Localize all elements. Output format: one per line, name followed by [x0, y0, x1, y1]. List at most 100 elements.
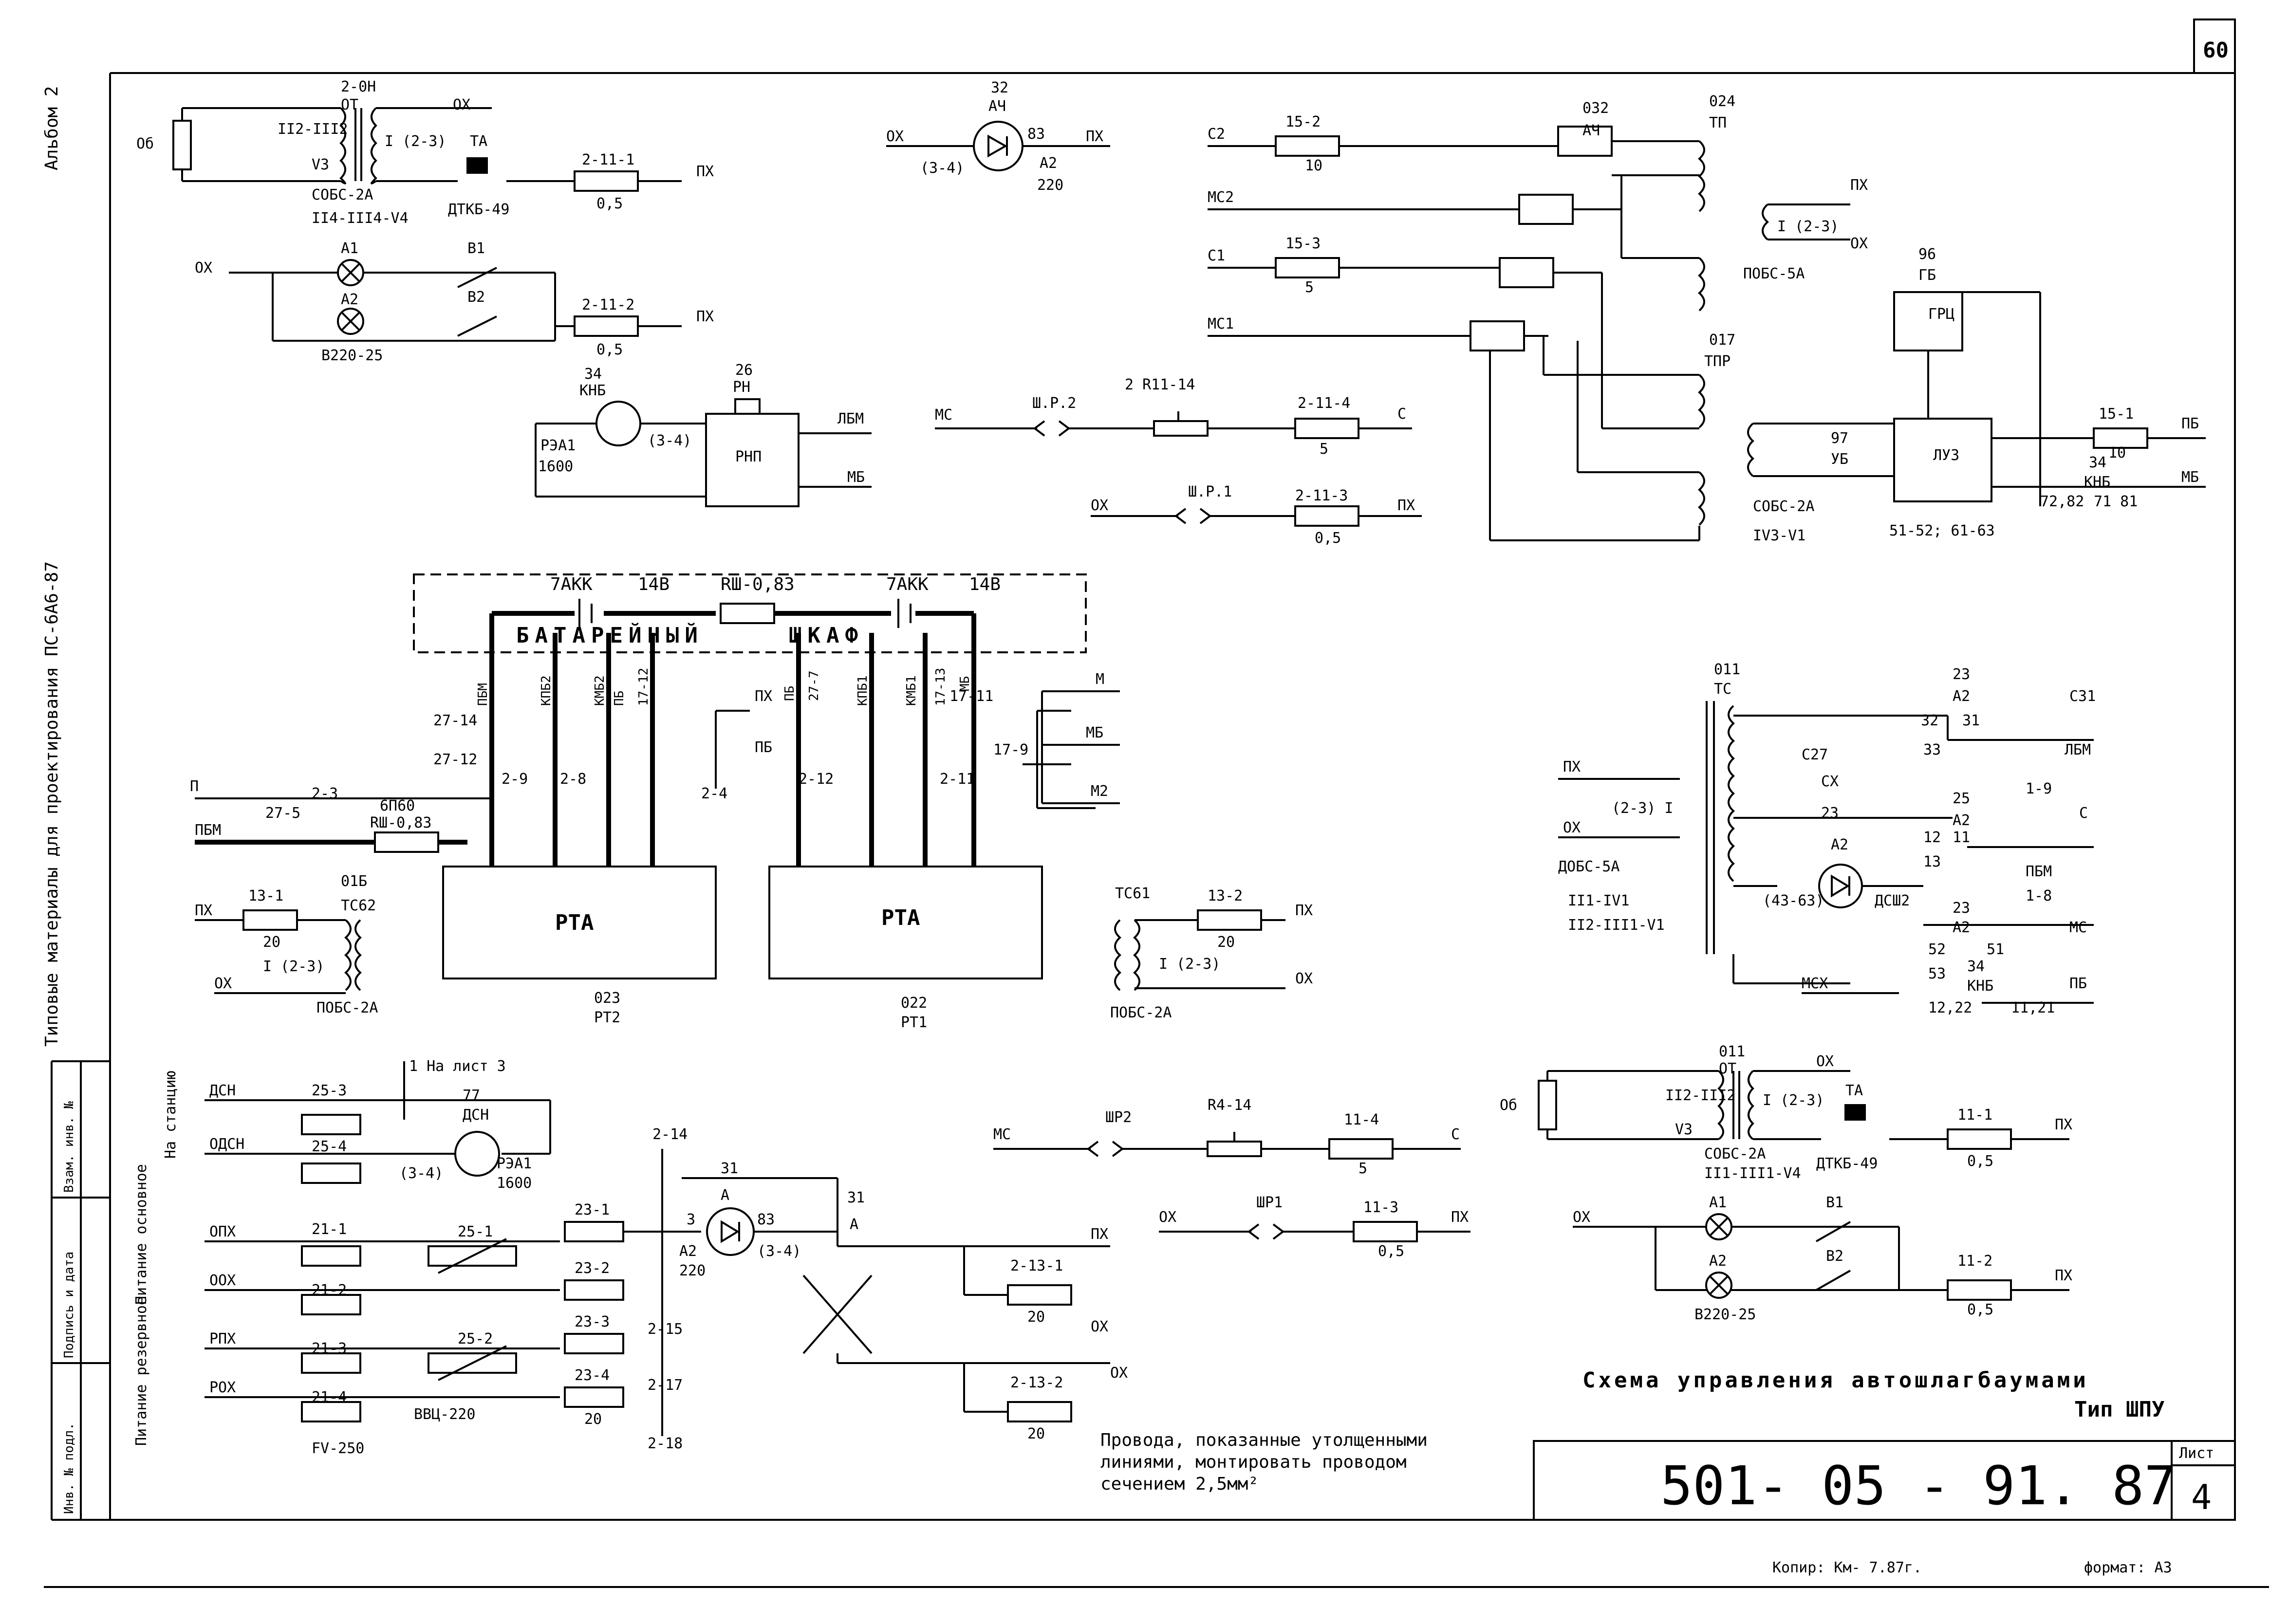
note-line: Провода, показанные утолщенными	[1100, 1430, 1428, 1450]
label: 11-3	[1363, 1199, 1398, 1216]
label: ТА	[470, 133, 487, 150]
label: 34	[1967, 958, 1985, 975]
label: 7АКК	[550, 574, 593, 594]
label: А2	[1040, 155, 1057, 172]
label: ПХ	[2055, 1267, 2072, 1284]
label: 20	[584, 1411, 602, 1428]
label: ПХ	[1850, 177, 1868, 194]
label: 01Б	[341, 873, 367, 890]
center-mc-row: МС Ш.Р.2 2 R11-14 2-11-4 5 С	[935, 376, 1412, 458]
label: 21-1	[312, 1221, 347, 1238]
label: В1	[1826, 1194, 1843, 1211]
label: 2 R11-14	[1125, 376, 1195, 393]
label: МБ	[1086, 724, 1103, 741]
note-line: сечением 2,5мм²	[1100, 1474, 1259, 1494]
label: ПБМ	[2026, 863, 2052, 880]
label: 53	[1928, 965, 1946, 982]
label: РТА	[881, 905, 920, 930]
wire-tag: ПБМ	[476, 683, 490, 706]
label: ДСН	[463, 1107, 489, 1124]
label: 31	[847, 1189, 865, 1206]
label: Об	[1500, 1097, 1517, 1114]
label: ОХ	[1573, 1209, 1590, 1226]
label: ТС	[1714, 681, 1731, 698]
label: 26	[735, 362, 753, 379]
sheet-label: Лист	[2179, 1445, 2214, 1462]
label: 27-5	[265, 805, 300, 822]
label: 0,5	[596, 195, 623, 212]
label: КНБ	[579, 382, 606, 399]
label: 011	[1719, 1043, 1745, 1060]
label: АЧ	[1582, 122, 1600, 139]
top-left-transformer-circuit: 2-0Н ОТ ОХ I (2-3) СОБС-2А II4-III4-V4 Т…	[136, 78, 714, 227]
label: МБ	[2181, 469, 2199, 486]
label: (43-63)	[1763, 892, 1824, 909]
label: ОХ	[1159, 1209, 1176, 1226]
label: 023	[594, 990, 620, 1007]
label: I (2-3)	[385, 133, 446, 150]
label: ЛБМ	[837, 410, 864, 427]
label: РНП	[735, 448, 762, 465]
label: ПБ	[2181, 415, 2199, 432]
label: ПХ	[1563, 758, 1581, 775]
label: 21-2	[312, 1282, 347, 1299]
drawing-code: 501- 05 - 91. 87	[1660, 1455, 2177, 1517]
label: ШР1	[1256, 1194, 1283, 1211]
label: А2	[1953, 812, 1970, 829]
label: 2-15	[648, 1321, 683, 1338]
label: ОХ	[214, 975, 232, 992]
label: 21-4	[312, 1389, 347, 1406]
label: ШР2	[1105, 1109, 1132, 1126]
label: II2-III2	[1665, 1087, 1736, 1104]
label: 2-11-2	[582, 296, 634, 314]
label: ВВЦ-220	[414, 1406, 475, 1423]
label: 10	[2108, 444, 2126, 461]
right-middle-transformer-block: 011 ТС 23 А2 С31 32 31 33 ЛБМ ПХ ОХ (2-3…	[1558, 661, 2096, 1016]
label: (3-4)	[920, 160, 964, 177]
wire-tag: 27-14	[433, 712, 477, 729]
stamp-cell-sign: Подпись и дата	[62, 1252, 76, 1358]
label: 0,5	[1378, 1243, 1404, 1260]
label: В1	[467, 240, 485, 257]
label: 011	[1714, 661, 1740, 678]
label: 25-2	[458, 1330, 493, 1347]
label: УБ	[1831, 451, 1848, 468]
label: 97	[1831, 430, 1848, 447]
label: ГБ	[1918, 267, 1936, 284]
label: R4-14	[1208, 1097, 1251, 1114]
schematic-type: Тип ШПУ	[2074, 1397, 2164, 1422]
label: RШ-0,83	[721, 574, 795, 594]
page-number: 60	[2203, 38, 2229, 63]
label: 14В	[638, 574, 670, 594]
bottom-right-transformer-circuit: 011 ОТ ОХ Об II2-III2 V3 I (2-3) СОБС-2А…	[1500, 1043, 2072, 1323]
label: А2	[1953, 919, 1970, 936]
label: А2	[341, 291, 358, 308]
label: СХ	[1821, 773, 1839, 790]
label: ГРЦ	[1928, 306, 1954, 323]
label: ОХ	[886, 128, 904, 145]
note-line: линиями, монтировать проводом	[1100, 1452, 1407, 1472]
label: МБ	[847, 469, 865, 486]
label: 2-13-1	[1010, 1257, 1063, 1274]
label: 2-13-2	[1010, 1374, 1063, 1391]
label: 0,5	[596, 341, 623, 358]
label: 23	[1821, 805, 1839, 822]
label: (3-4)	[399, 1165, 443, 1182]
label: ПХ	[1295, 902, 1313, 919]
label: 71 81	[2094, 493, 2138, 510]
label: I (2-3)	[1159, 956, 1220, 973]
label: РН	[733, 379, 750, 396]
label: 2-11-1	[582, 151, 634, 168]
label: 83	[757, 1211, 775, 1228]
label: 5	[1359, 1160, 1367, 1177]
label: 51-52; 61-63	[1889, 522, 1995, 539]
label: 2-3	[312, 785, 338, 802]
label: 20	[263, 934, 280, 951]
label: ООХ	[209, 1272, 236, 1289]
label: II1-III1-V4	[1704, 1165, 1801, 1182]
label: РЭА1	[497, 1155, 532, 1172]
label: С	[1397, 406, 1406, 423]
label: 1-9	[2026, 780, 2052, 797]
label: СОБС-2А	[312, 186, 373, 203]
